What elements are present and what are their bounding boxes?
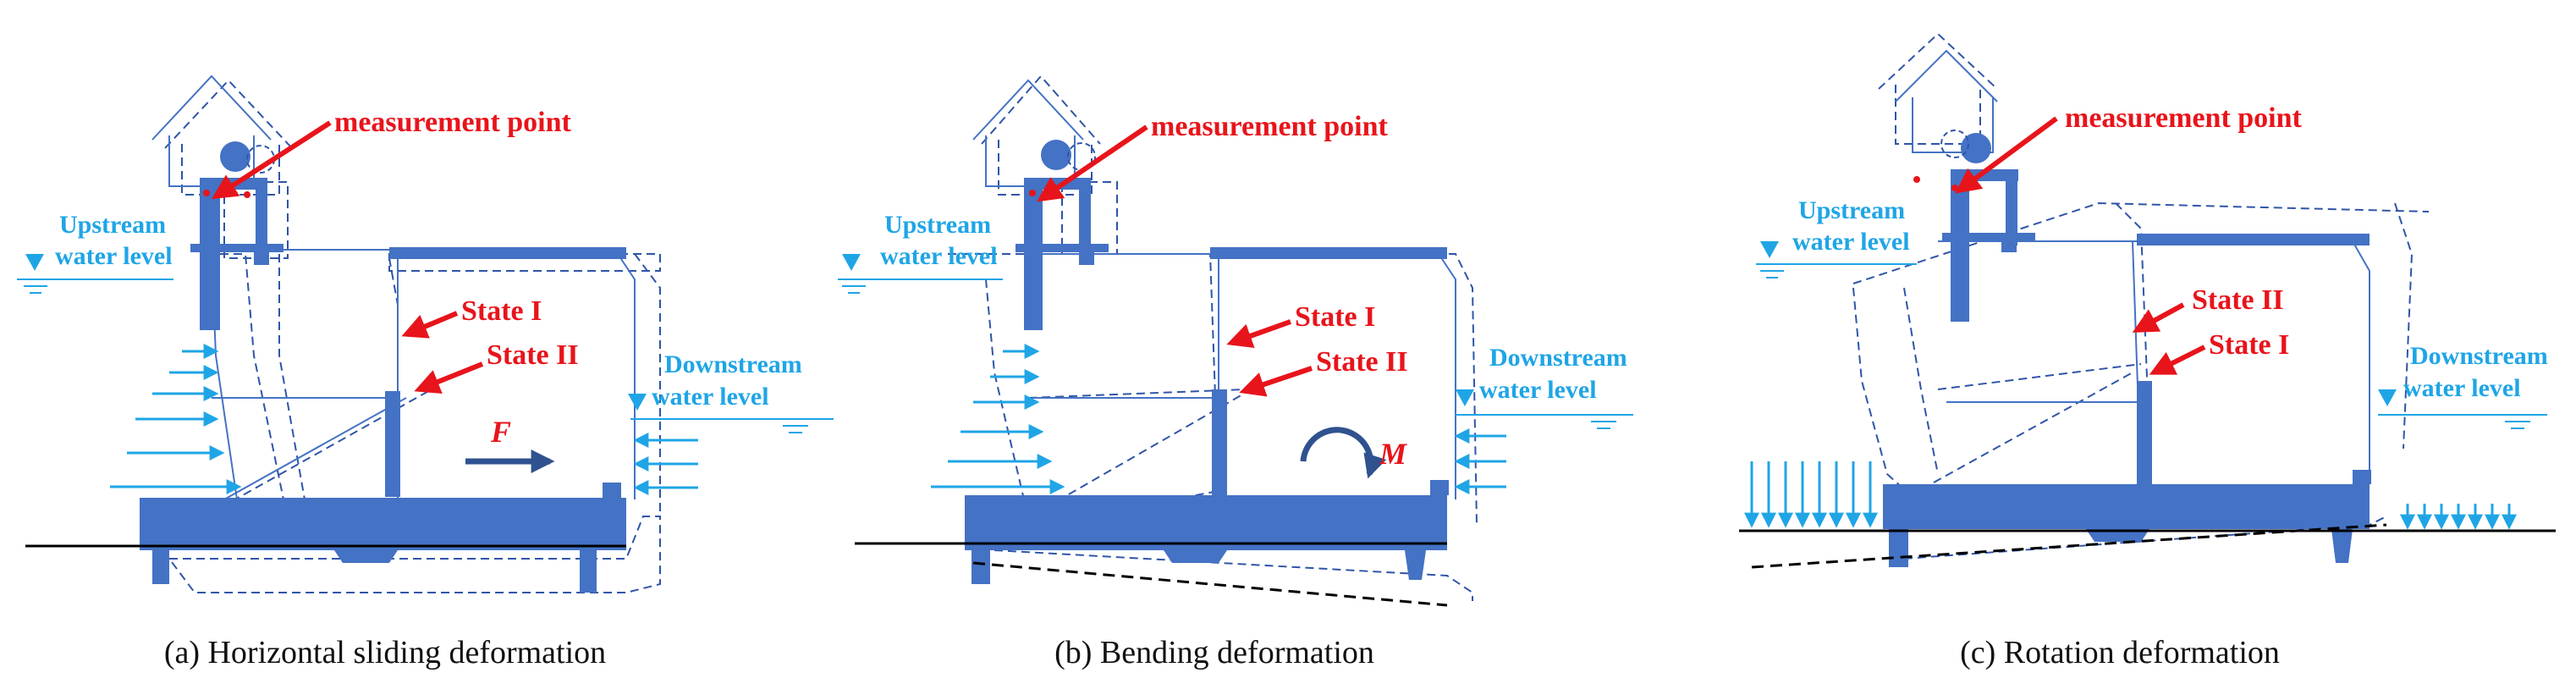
upstream-pressure-arrows (110, 344, 242, 494)
measurement-dot (1951, 185, 1958, 191)
upstream-water-symbol (838, 254, 1003, 294)
upstream-vertical-load-arrows (1744, 461, 1878, 528)
downstream-water-symbol (2378, 389, 2547, 429)
state-1-label: State I (461, 295, 542, 327)
panel-a: Upstream water level Downstream water le… (17, 74, 834, 670)
upstream-water-symbol (1756, 241, 1917, 279)
downstream-label-line2: water level (652, 383, 769, 411)
hoist-wheel (1961, 133, 1991, 163)
upstream-label-line1: Upstream (884, 211, 991, 239)
caption-a: (a) Horizontal sliding deformation (164, 635, 606, 670)
downstream-water-symbol (628, 394, 834, 433)
downstream-water-symbol (1456, 389, 1633, 429)
dashed-structure-outline (948, 74, 1478, 601)
deformed-ground-line (1751, 523, 2387, 569)
hoist-wheel (220, 141, 250, 172)
state-2-label: State II (1316, 346, 1408, 378)
measurement-dot-shifted (244, 191, 250, 198)
downstream-label-line1: Downstream (664, 350, 802, 378)
gate-structure (1883, 169, 2371, 567)
downstream-pressure-arrows (633, 433, 698, 495)
downstream-label-line1: Downstream (2410, 342, 2548, 370)
hoist-wheel (1041, 140, 1071, 170)
measurement-dot (1029, 190, 1036, 196)
bending-moment-arrow (1300, 427, 1387, 479)
state-2-label: State II (487, 339, 579, 371)
downstream-label-line2: water level (1479, 376, 1597, 404)
hoist-wheel-shifted (1940, 130, 1969, 158)
gate-structure (140, 178, 626, 593)
state-1-leader (401, 311, 459, 339)
state-2-leader (2132, 302, 2185, 333)
measurement-label: measurement point (334, 107, 572, 138)
state-1-leader (2149, 345, 2206, 375)
upstream-water-symbol (17, 254, 173, 294)
upstream-pressure-arrows (931, 344, 1065, 494)
panel-b: Upstream water level Downstream water le… (838, 74, 1633, 670)
state-1-label: State I (2209, 329, 2289, 361)
state-1-label: State I (1295, 301, 1375, 333)
measurement-dot (203, 190, 210, 196)
measurement-leader (211, 120, 332, 200)
state-1-leader (1226, 319, 1292, 349)
upstream-label-line1: Upstream (59, 211, 166, 239)
moment-symbol: M (1379, 437, 1408, 471)
caption-c: (c) Rotation deformation (1960, 635, 2280, 670)
panel-c: Upstream water level Downstream water le… (1739, 32, 2556, 670)
measurement-leader (1955, 116, 2058, 194)
downstream-label-line2: water level (2403, 374, 2521, 402)
downstream-vertical-load-arrows (2400, 504, 2517, 530)
gate-structure (965, 178, 1449, 584)
downstream-label-line1: Downstream (1489, 344, 1627, 372)
measurement-label: measurement point (1151, 111, 1389, 142)
force-symbol: F (490, 415, 511, 449)
measurement-label: measurement point (2065, 102, 2303, 134)
upstream-label-line2: water level (1792, 228, 1910, 256)
downstream-pressure-arrows (1454, 428, 1506, 494)
measurement-leader (1037, 124, 1148, 202)
upstream-label-line1: Upstream (1798, 196, 1905, 224)
deformed-ground-line (972, 561, 1448, 607)
state-2-label: State II (2192, 284, 2284, 316)
caption-b: (b) Bending deformation (1054, 635, 1374, 670)
state-2-leader (414, 361, 484, 394)
upstream-label-line2: water level (55, 242, 173, 270)
upstream-label-line2: water level (880, 242, 998, 270)
measurement-dot-shifted (1913, 176, 1920, 183)
state-2-leader (1239, 366, 1313, 397)
